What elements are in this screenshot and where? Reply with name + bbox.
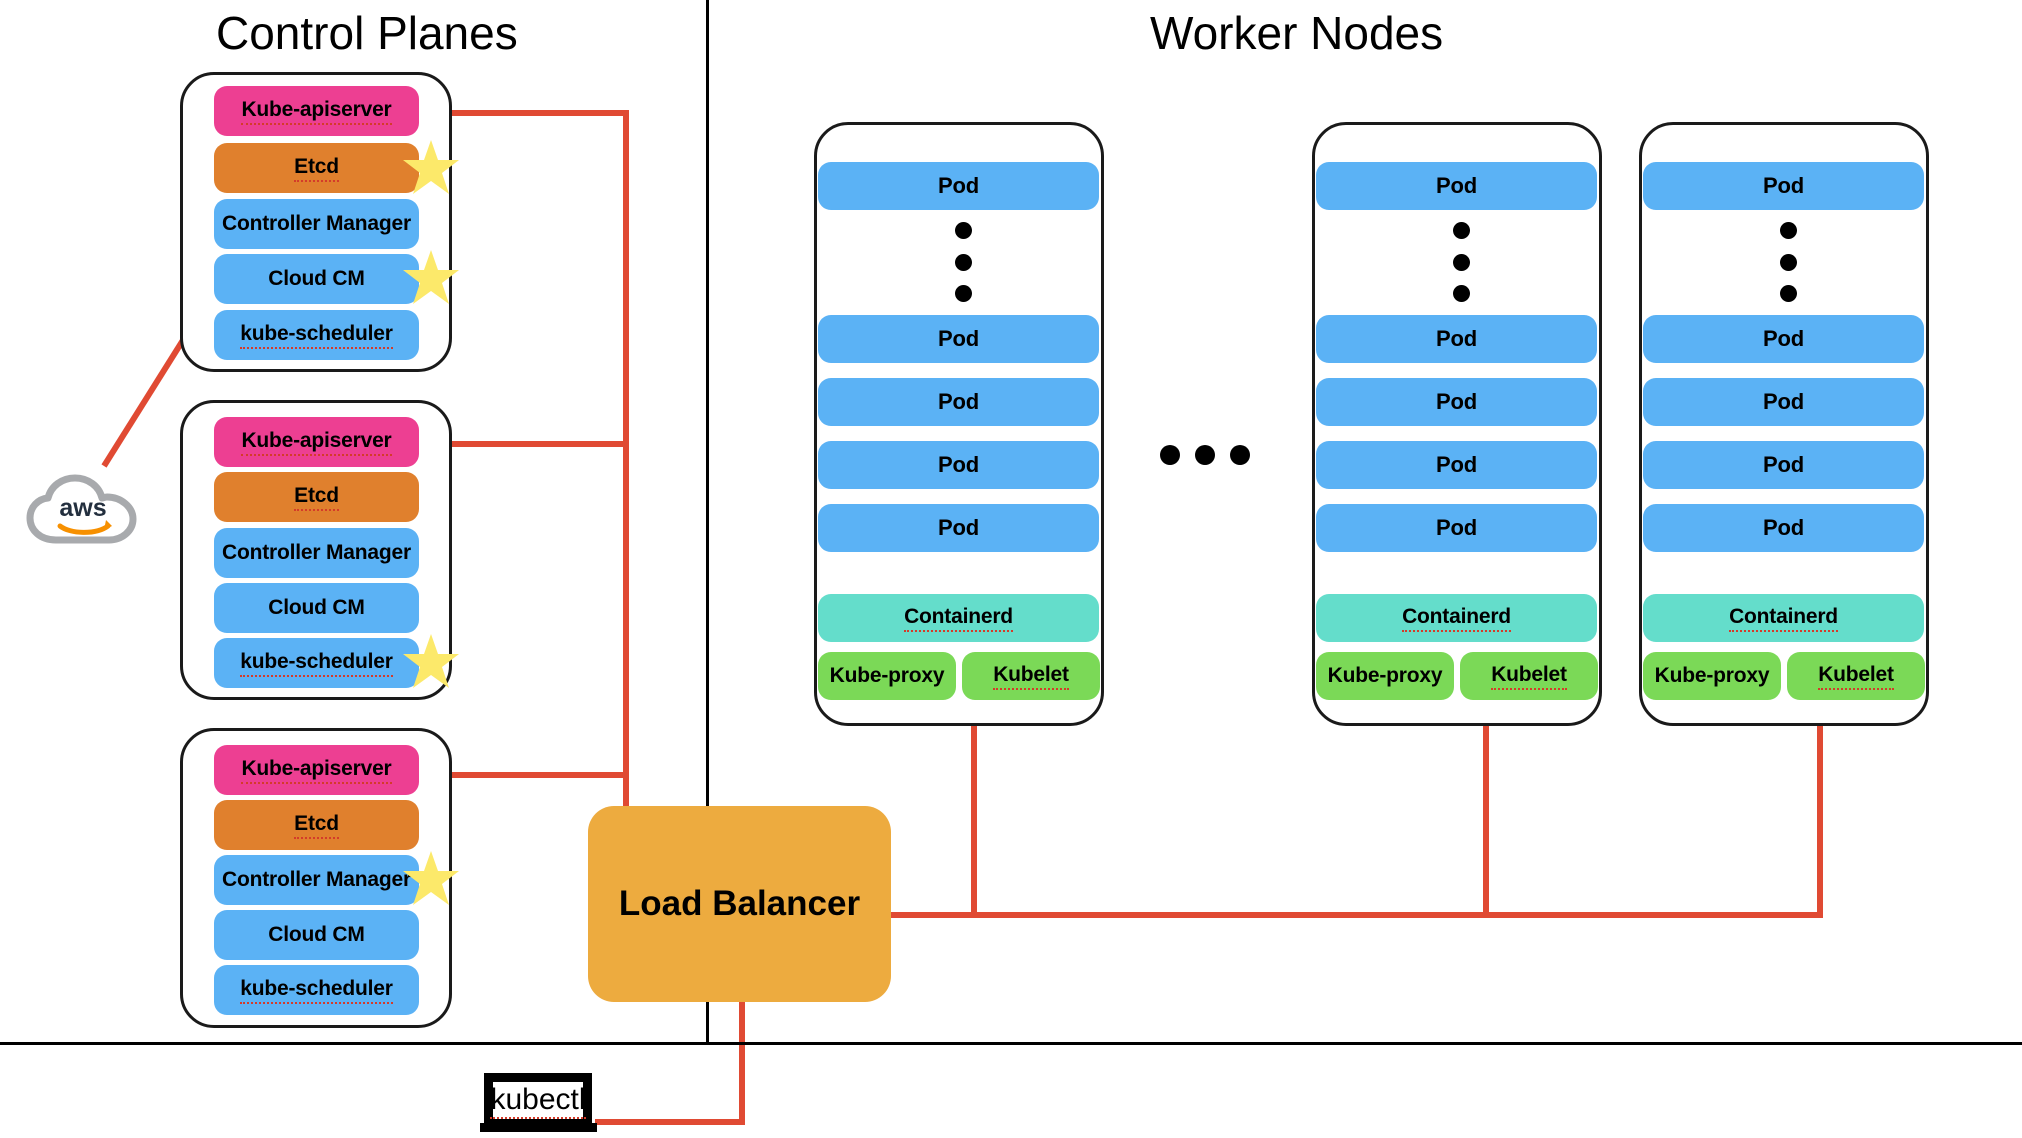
worker-node-3-pod-4[interactable]: Pod bbox=[1643, 441, 1924, 489]
worker-node-2-pod-5[interactable]: Pod bbox=[1316, 504, 1597, 552]
worker-node-2-containerd[interactable]: Containerd bbox=[1316, 594, 1597, 642]
control-plane-1-kube-scheduler[interactable]: kube-scheduler bbox=[214, 310, 419, 360]
worker-node-3-pod-3[interactable]: Pod bbox=[1643, 378, 1924, 426]
worker-node-2-kube-proxy[interactable]: Kube-proxy bbox=[1316, 652, 1454, 700]
worker-node-2-pod-2[interactable]: Pod bbox=[1316, 315, 1597, 363]
control-plane-3-controller-manager[interactable]: Controller Manager bbox=[214, 855, 419, 905]
control-plane-3-etcd[interactable]: Etcd bbox=[214, 800, 419, 850]
page-title-control-planes: Control Planes bbox=[216, 7, 518, 59]
kubectl-terminal-base bbox=[480, 1123, 597, 1132]
worker-node-1-containerd[interactable]: Containerd bbox=[818, 594, 1099, 642]
worker-node-2-pod-1[interactable]: Pod bbox=[1316, 162, 1597, 210]
worker-node-1-kube-proxy[interactable]: Kube-proxy bbox=[818, 652, 956, 700]
vertical-divider bbox=[706, 0, 709, 1043]
wire-cp1-to-lb bbox=[421, 110, 629, 908]
worker-node-3-containerd[interactable]: Containerd bbox=[1643, 594, 1924, 642]
worker-node-2-pod-4[interactable]: Pod bbox=[1316, 441, 1597, 489]
worker-node-3-kubelet[interactable]: Kubelet bbox=[1787, 652, 1925, 700]
control-plane-2-cloud-cm[interactable]: Cloud CM bbox=[214, 583, 419, 633]
worker-node-2-kubelet[interactable]: Kubelet bbox=[1460, 652, 1598, 700]
horizontal-rule bbox=[0, 1042, 2022, 1045]
worker-node-3-pod-ellipsis bbox=[1779, 222, 1797, 302]
worker-node-3-pod-2[interactable]: Pod bbox=[1643, 315, 1924, 363]
worker-node-1-pod-5[interactable]: Pod bbox=[818, 504, 1099, 552]
worker-node-ellipsis bbox=[1160, 445, 1250, 465]
control-plane-1-controller-manager[interactable]: Controller Manager bbox=[214, 199, 419, 249]
worker-node-3-kube-proxy[interactable]: Kube-proxy bbox=[1643, 652, 1781, 700]
svg-text:aws: aws bbox=[59, 494, 106, 522]
page-title-worker-nodes: Worker Nodes bbox=[1150, 7, 1444, 59]
control-plane-1-kube-apiserver[interactable]: Kube-apiserver bbox=[214, 86, 419, 136]
control-plane-2-kube-apiserver[interactable]: Kube-apiserver bbox=[214, 417, 419, 467]
worker-node-1-pod-1[interactable]: Pod bbox=[818, 162, 1099, 210]
worker-node-1-pod-ellipsis bbox=[954, 222, 972, 302]
worker-node-1-pod-3[interactable]: Pod bbox=[818, 378, 1099, 426]
control-plane-1-etcd[interactable]: Etcd bbox=[214, 143, 419, 193]
control-plane-3-kube-scheduler[interactable]: kube-scheduler bbox=[214, 965, 419, 1015]
control-plane-2-kube-scheduler[interactable]: kube-scheduler bbox=[214, 638, 419, 688]
control-plane-2-etcd[interactable]: Etcd bbox=[214, 472, 419, 522]
aws-cloud-icon: aws bbox=[26, 474, 140, 546]
worker-node-2-pod-3[interactable]: Pod bbox=[1316, 378, 1597, 426]
control-plane-3-cloud-cm[interactable]: Cloud CM bbox=[214, 910, 419, 960]
kubectl-terminal[interactable]: kubectl bbox=[484, 1073, 592, 1128]
control-plane-1-cloud-cm[interactable]: Cloud CM bbox=[214, 254, 419, 304]
worker-node-1-pod-2[interactable]: Pod bbox=[818, 315, 1099, 363]
worker-node-3-pod-1[interactable]: Pod bbox=[1643, 162, 1924, 210]
control-plane-2-controller-manager[interactable]: Controller Manager bbox=[214, 528, 419, 578]
worker-node-3-pod-5[interactable]: Pod bbox=[1643, 504, 1924, 552]
worker-node-1-pod-4[interactable]: Pod bbox=[818, 441, 1099, 489]
worker-node-1-kubelet[interactable]: Kubelet bbox=[962, 652, 1100, 700]
wire-lb-to-kubectl bbox=[595, 999, 745, 1125]
control-plane-3-kube-apiserver[interactable]: Kube-apiserver bbox=[214, 745, 419, 795]
load-balancer[interactable]: Load Balancer bbox=[588, 806, 891, 1002]
worker-node-2-pod-ellipsis bbox=[1452, 222, 1470, 302]
